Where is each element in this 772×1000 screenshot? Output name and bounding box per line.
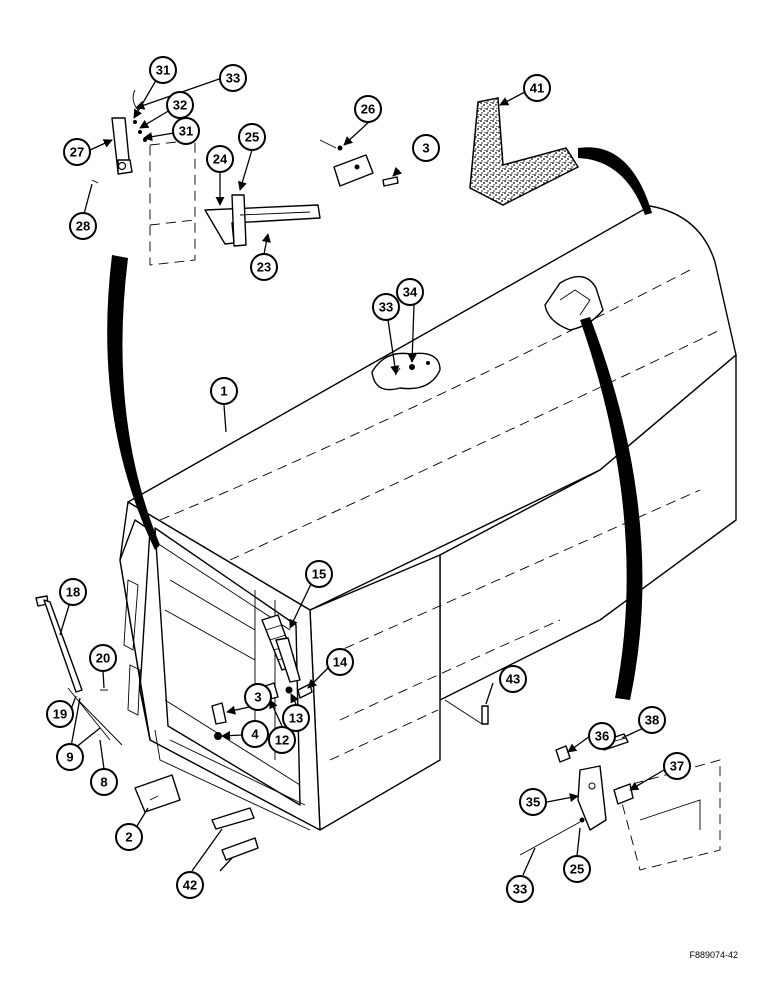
svg-text:33: 33 (226, 71, 240, 86)
callout-43: 43 (499, 665, 527, 693)
leader-band-left (107, 255, 160, 550)
svg-text:35: 35 (526, 795, 540, 810)
callout-34: 34 (396, 278, 424, 306)
svg-text:24: 24 (213, 152, 228, 167)
callout-27: 27 (63, 138, 91, 166)
svg-text:31: 31 (156, 63, 170, 78)
hood-assembly (119, 205, 737, 831)
callout-31-top: 31 (149, 56, 177, 84)
svg-text:23: 23 (257, 260, 271, 275)
callout-33-hood: 33 (372, 293, 400, 321)
svg-text:43: 43 (506, 672, 520, 687)
svg-text:41: 41 (530, 81, 544, 96)
svg-text:34: 34 (403, 285, 418, 300)
svg-text:9: 9 (66, 750, 73, 765)
figure-code: F889074-42 (689, 950, 738, 960)
svg-text:27: 27 (70, 145, 84, 160)
latch-bracket-group (91, 89, 321, 266)
callout-36: 36 (588, 722, 616, 750)
callout-1: 1 (210, 377, 238, 405)
callout-15: 15 (305, 560, 333, 588)
seal-41 (469, 97, 580, 206)
callout-25-bottom: 25 (563, 855, 591, 883)
svg-text:25: 25 (570, 862, 584, 877)
callout-32: 32 (166, 91, 194, 119)
svg-text:1: 1 (220, 384, 227, 399)
callout-2: 2 (115, 823, 143, 851)
svg-text:42: 42 (183, 878, 197, 893)
callout-37: 37 (663, 752, 691, 780)
svg-text:31: 31 (179, 124, 193, 139)
callout-33-top: 33 (219, 64, 247, 92)
callout-9: 9 (56, 743, 84, 771)
svg-text:4: 4 (251, 727, 259, 742)
svg-text:25: 25 (245, 130, 259, 145)
callout-42: 42 (176, 871, 204, 899)
callout-41: 41 (523, 74, 551, 102)
callout-38: 38 (638, 706, 666, 734)
svg-text:37: 37 (670, 759, 684, 774)
left-linkage-group (35, 595, 259, 861)
callout-25-top: 25 (238, 123, 266, 151)
svg-text:38: 38 (645, 713, 659, 728)
callout-4: 4 (241, 720, 269, 748)
callout-3-top: 3 (412, 134, 440, 162)
callout-3-front: 3 (244, 683, 272, 711)
callout-33-bottom: 33 (506, 875, 534, 903)
callout-26: 26 (354, 95, 382, 123)
svg-text:8: 8 (100, 775, 107, 790)
callout-35: 35 (519, 788, 547, 816)
callout-8: 8 (90, 768, 118, 796)
callout-23: 23 (250, 253, 278, 281)
leader-band-top-right (578, 147, 652, 215)
svg-text:14: 14 (333, 655, 348, 670)
svg-text:18: 18 (66, 585, 80, 600)
svg-text:13: 13 (289, 711, 303, 726)
callout-20: 20 (89, 644, 117, 672)
svg-text:3: 3 (422, 141, 429, 156)
svg-text:19: 19 (53, 707, 67, 722)
callout-14: 14 (326, 648, 354, 676)
callout-28: 28 (69, 212, 97, 240)
callout-18: 18 (59, 578, 87, 606)
svg-text:12: 12 (275, 733, 289, 748)
svg-text:2: 2 (125, 830, 132, 845)
callout-24: 24 (206, 145, 234, 173)
svg-text:15: 15 (312, 567, 326, 582)
leader-lines (59, 76, 665, 876)
plate-26 (319, 139, 399, 187)
lower-latch-group (519, 733, 721, 871)
svg-text:20: 20 (96, 651, 110, 666)
callout-19: 19 (46, 700, 74, 728)
callout-13: 13 (282, 704, 310, 732)
svg-text:32: 32 (173, 98, 187, 113)
svg-text:3: 3 (254, 690, 261, 705)
svg-text:33: 33 (379, 300, 393, 315)
callout-31-mid: 31 (172, 117, 200, 145)
svg-text:36: 36 (595, 729, 609, 744)
leader-band-right (580, 317, 643, 700)
callout-12: 12 (268, 726, 296, 754)
svg-text:26: 26 (361, 102, 375, 117)
svg-text:28: 28 (76, 219, 90, 234)
svg-text:33: 33 (513, 882, 527, 897)
